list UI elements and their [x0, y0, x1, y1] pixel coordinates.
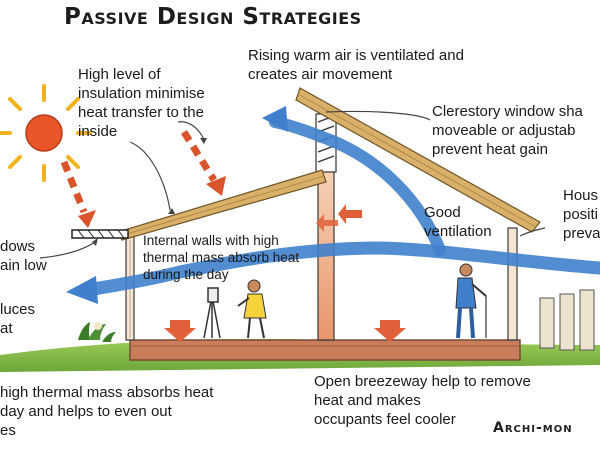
- airflow-arrowhead: [262, 106, 288, 132]
- right-post: [507, 227, 518, 341]
- sun-ray-arrow: [60, 130, 217, 214]
- internal-walls-label: Internal walls with high thermal mass ab…: [143, 233, 300, 282]
- person-figure-icon: [237, 279, 267, 339]
- airflow-arrowhead: [66, 276, 98, 304]
- airflow-arrow: [81, 241, 600, 297]
- sun-ray-arrowhead: [206, 176, 226, 196]
- eave-shade: [71, 229, 129, 239]
- breezeway-label: Open breezeway help to remove heat and m…: [314, 373, 531, 428]
- brand-logo: Archi-mon: [493, 420, 573, 436]
- plants-icon: [78, 322, 116, 342]
- clerestory-label: Clerestory window sha moveable or adjust…: [432, 103, 583, 158]
- floor-slab: [129, 339, 521, 361]
- reduces-label: luces at: [0, 301, 36, 337]
- floor-mass-label: high thermal mass absorbs heat day and h…: [0, 384, 214, 439]
- insulation-label: High level of insulation minimise heat t…: [78, 66, 205, 140]
- fence: [539, 289, 595, 351]
- good-ventilation-label: Good ventilation: [424, 204, 492, 240]
- callout-line: [129, 141, 171, 211]
- person-figure-icon: [455, 263, 487, 339]
- callout-line: [519, 227, 546, 237]
- house-position-label: Hous positi prevai: [563, 187, 600, 242]
- callout-line: [39, 241, 96, 259]
- heat-arrow-icon: [164, 204, 406, 342]
- callout-line: [177, 121, 205, 141]
- sun-icon: [0, 84, 92, 182]
- rising-air-label: Rising warm air is ventilated and create…: [248, 47, 464, 83]
- high-roof: [295, 87, 541, 233]
- sun-ray-arrowhead: [78, 210, 96, 228]
- page-title: Passive Design Strategies: [64, 4, 362, 30]
- windows-label: dows ain low: [0, 238, 47, 274]
- callout-line: [325, 110, 431, 121]
- easel-icon: [203, 287, 221, 339]
- airflow-arrow: [269, 116, 446, 256]
